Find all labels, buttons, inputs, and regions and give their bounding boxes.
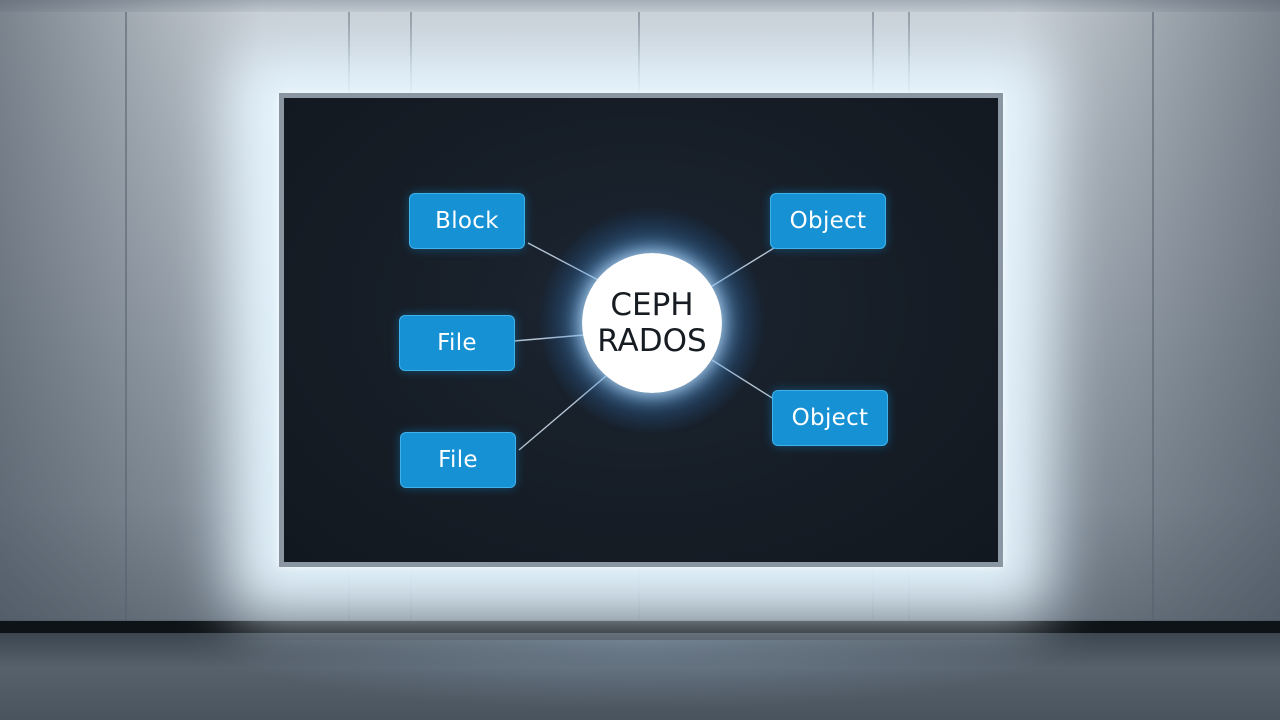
wall-top-trim: [0, 0, 1280, 12]
wall-shadow-right: [1020, 0, 1280, 625]
node-file-2: File: [400, 432, 516, 488]
floor: [0, 633, 1280, 720]
hub-label-line1: CEPH: [610, 287, 694, 323]
ceph-rados-hub: CEPH RADOS: [582, 253, 722, 393]
display-screen: CEPH RADOS Block File File Object Object: [279, 93, 1003, 567]
floor-reflection: [200, 640, 1080, 710]
node-object-2-label: Object: [791, 405, 869, 431]
node-block-label: Block: [435, 208, 499, 234]
hub-label-line2: RADOS: [597, 323, 707, 359]
node-object-1-label: Object: [789, 208, 867, 234]
node-file-2-label: File: [438, 447, 478, 473]
wall-shadow-left: [0, 0, 260, 625]
node-file-1-label: File: [437, 330, 477, 356]
node-file-1: File: [399, 315, 515, 371]
baseboard: [0, 621, 1280, 633]
node-block: Block: [409, 193, 525, 249]
node-object-1: Object: [770, 193, 886, 249]
node-object-2: Object: [772, 390, 888, 446]
